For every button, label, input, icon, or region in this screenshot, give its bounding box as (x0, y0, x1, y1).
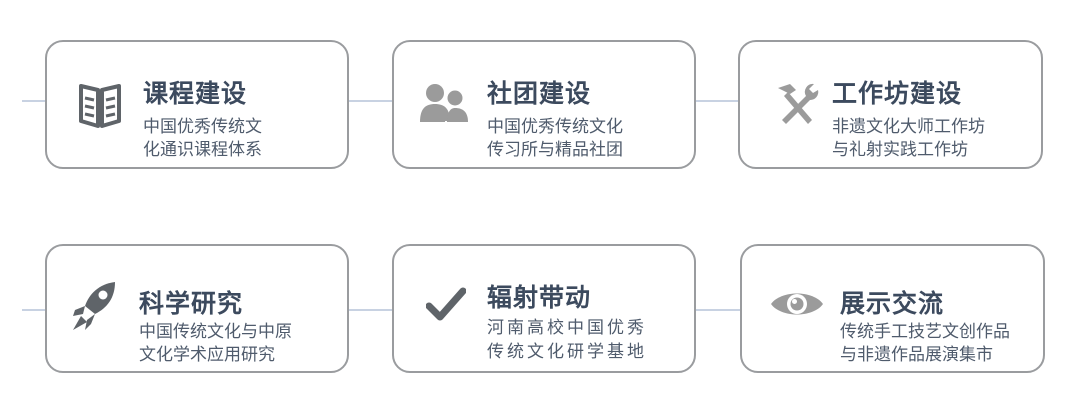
users-icon (420, 82, 470, 128)
connector-line (22, 100, 46, 102)
connector-line (695, 100, 739, 102)
checkmark-icon (425, 286, 467, 326)
card-title: 工作坊建设 (832, 79, 963, 108)
card-course-construction: 课程建设 中国优秀传统文 化通识课程体系 (45, 40, 349, 169)
connector-line (695, 309, 741, 311)
card-title: 课程建设 (143, 79, 248, 108)
card-scientific-research: 科学研究 中国传统文化与中原 文化学术应用研究 (45, 244, 349, 373)
card-title: 社团建设 (487, 79, 592, 108)
card-description-line-1: 中国传统文化与中原 (139, 322, 292, 342)
card-workshop-construction: 工作坊建设 非遗文化大师工作坊 与礼射实践工作坊 (738, 40, 1043, 169)
rocket-icon (69, 280, 119, 338)
card-description-line-2: 传习所与精品社团 (487, 140, 623, 160)
card-radiation-leadership: 辐射带动 河南高校中国优秀 传统文化研学基地 (392, 244, 696, 373)
card-description-line-1: 中国优秀传统文化 (487, 117, 623, 137)
open-book-icon (77, 80, 123, 132)
card-club-construction: 社团建设 中国优秀传统文化 传习所与精品社团 (392, 40, 696, 169)
hammer-wrench-icon (772, 80, 820, 130)
card-title: 辐射带动 (487, 283, 592, 312)
card-description-line-2: 传统文化研学基地 (487, 342, 647, 362)
card-title: 科学研究 (139, 289, 244, 318)
card-description-line-2: 文化学术应用研究 (139, 345, 275, 365)
connector-line (348, 309, 393, 311)
card-description-line-2: 化通识课程体系 (143, 140, 262, 160)
card-description-line-1: 传统手工技艺文创作品 (840, 322, 1010, 342)
card-exhibition-exchange: 展示交流 传统手工技艺文创作品 与非遗作品展演集市 (740, 244, 1045, 373)
card-description-line-1: 非遗文化大师工作坊 (832, 117, 985, 137)
connector-line (348, 100, 393, 102)
card-description-line-2: 与礼射实践工作坊 (832, 140, 968, 160)
eye-icon (769, 288, 825, 324)
card-description-line-1: 河南高校中国优秀 (487, 318, 647, 338)
card-title: 展示交流 (840, 289, 945, 318)
card-description-line-1: 中国优秀传统文 (143, 117, 262, 137)
card-description-line-2: 与非遗作品展演集市 (840, 345, 993, 365)
connector-line (22, 309, 46, 311)
